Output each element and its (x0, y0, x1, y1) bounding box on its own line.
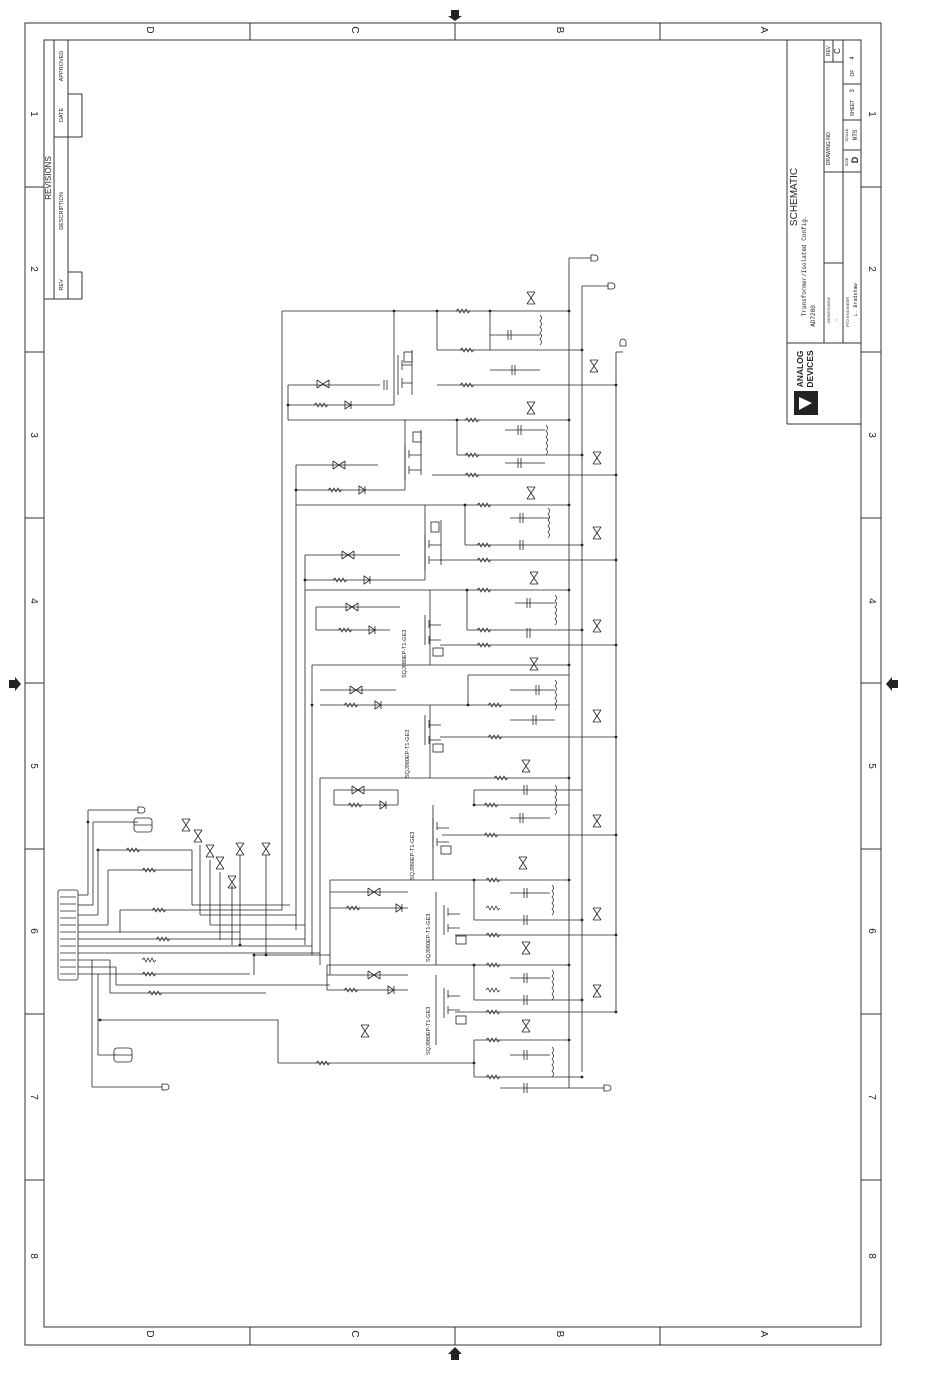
mosfet-q1 (397, 350, 413, 395)
designer-label: DESIGNVIEW (826, 297, 831, 323)
zone-row-labels: 1 2 3 4 5 6 7 8 1 2 3 4 5 6 7 8 (28, 111, 877, 1259)
logo-text-analog: ANALOG (795, 350, 805, 387)
engineer-value: L. Bradshaw (853, 283, 859, 316)
mosfet-q5 (424, 715, 444, 753)
zone-col-top-2: C (349, 26, 360, 33)
mosfet-q6 (432, 818, 452, 855)
arrow-up-icon (448, 1347, 462, 1360)
mosfet-part-label-3: SQJ980EP-T1-GE3 (410, 832, 416, 880)
of-value: 4 (850, 56, 856, 60)
title-rev-value: C (833, 48, 842, 54)
centering-arrows (9, 10, 898, 1360)
capacitors (383, 330, 540, 1093)
mosfets (397, 350, 467, 1025)
terminal-top-1 (590, 254, 599, 262)
zone-row-right-8: 8 (866, 1253, 877, 1259)
size-value: D (850, 156, 860, 163)
zone-row-left-8: 8 (28, 1253, 39, 1259)
mosfet-q3 (424, 520, 442, 570)
mosfet-part-label-5: SQJ980EP-T1-GE3 (426, 1007, 432, 1055)
zone-col-top-4: A (758, 27, 769, 34)
diodes (344, 400, 403, 995)
title-rev-label: REV (826, 45, 832, 56)
zone-labels: D C B A D C B A (144, 26, 769, 1337)
not-fitted-markers (181, 291, 602, 1038)
revisions-rev-label: REV (59, 279, 65, 291)
zone-row-left-2: 2 (28, 266, 39, 272)
zone-row-right-1: 1 (866, 111, 877, 117)
logo-triangle-icon (799, 397, 812, 410)
engineer-label: PTD ENGINEER (845, 297, 850, 327)
title-block: ANALOG DEVICES SCHEMATIC Transformer/Iso… (786, 40, 861, 425)
revisions-block: REVISIONS APPROVED DATE DESCRIPTION REV (44, 40, 83, 300)
arrow-down-icon (448, 10, 462, 21)
revisions-description-label: DESCRIPTION (59, 192, 65, 230)
zone-col-top-1: D (144, 26, 155, 33)
zone-row-right-7: 7 (866, 1094, 877, 1100)
part-number-labels: SQJ980EP-T1-GE3 SQJ980EP-T1-GE3 SQJ980EP… (402, 630, 432, 1055)
resistors (125, 308, 509, 1080)
scale-value: NTS (852, 129, 859, 140)
arrow-left-icon (886, 677, 898, 691)
drawing-no-label: DRAWING NO. (826, 131, 832, 165)
logo-text-devices: DEVICES (805, 350, 815, 388)
zone-row-left-4: 4 (28, 598, 39, 604)
schematic-wiring (78, 257, 623, 1089)
zone-row-right-4: 4 (866, 598, 877, 604)
drawing-subtitle: Transformer/Isolated Config. (801, 216, 808, 317)
sheet-value: 3 (850, 89, 856, 93)
zone-col-bottom-1: D (144, 1330, 155, 1337)
mosfet-q4 (424, 615, 444, 657)
mosfet-q2 (404, 430, 422, 480)
zone-col-bottom-3: B (554, 1331, 565, 1338)
transformers (539, 314, 557, 1078)
mosfet-part-label-1: SQJ980EP-T1-GE3 (402, 630, 408, 678)
zone-col-top-3: B (554, 27, 565, 34)
zone-row-left-1: 1 (28, 111, 39, 117)
mosfet-q7 (443, 905, 467, 945)
drawing-frame (24, 22, 882, 1346)
zone-col-bottom-2: C (349, 1330, 360, 1337)
scale-label: SCALE (844, 128, 849, 141)
zone-row-left-3: 3 (28, 432, 39, 438)
connector-j1 (57, 889, 79, 981)
of-label: OF (850, 70, 856, 77)
drawing-part: AD7280 (810, 305, 817, 327)
terminal-left-top (137, 806, 146, 814)
junction-dots (86, 309, 618, 1079)
mosfet-part-label-2: SQJ980EP-T1-GE3 (405, 730, 411, 778)
zone-row-right-5: 5 (866, 763, 877, 769)
sheet-label: SHEET (850, 100, 856, 117)
zone-row-right-6: 6 (866, 928, 877, 934)
mosfet-q8 (443, 988, 467, 1025)
zone-row-left-6: 6 (28, 928, 39, 934)
terminal-left (161, 1083, 170, 1091)
arrow-right-icon (9, 677, 21, 691)
zone-col-bottom-4: A (758, 1331, 769, 1338)
terminal-bottom (603, 1084, 612, 1092)
zone-row-right-2: 2 (866, 266, 877, 272)
connectors (57, 254, 627, 1092)
zone-row-right-3: 3 (866, 432, 877, 438)
terminal-top-2 (607, 282, 616, 290)
zone-row-left-7: 7 (28, 1094, 39, 1100)
revisions-title: REVISIONS (44, 156, 53, 200)
terminal-top-3 (619, 338, 627, 347)
revisions-approved-label: APPROVED (59, 51, 65, 82)
drawing-title: SCHEMATIC (789, 168, 800, 226)
size-label: SIZE (844, 157, 849, 166)
zone-row-left-5: 5 (28, 763, 39, 769)
revisions-date-label: DATE (59, 108, 65, 123)
designer-value: - (834, 318, 840, 321)
mosfet-part-label-4: SQJ980EP-T1-GE3 (426, 914, 432, 962)
